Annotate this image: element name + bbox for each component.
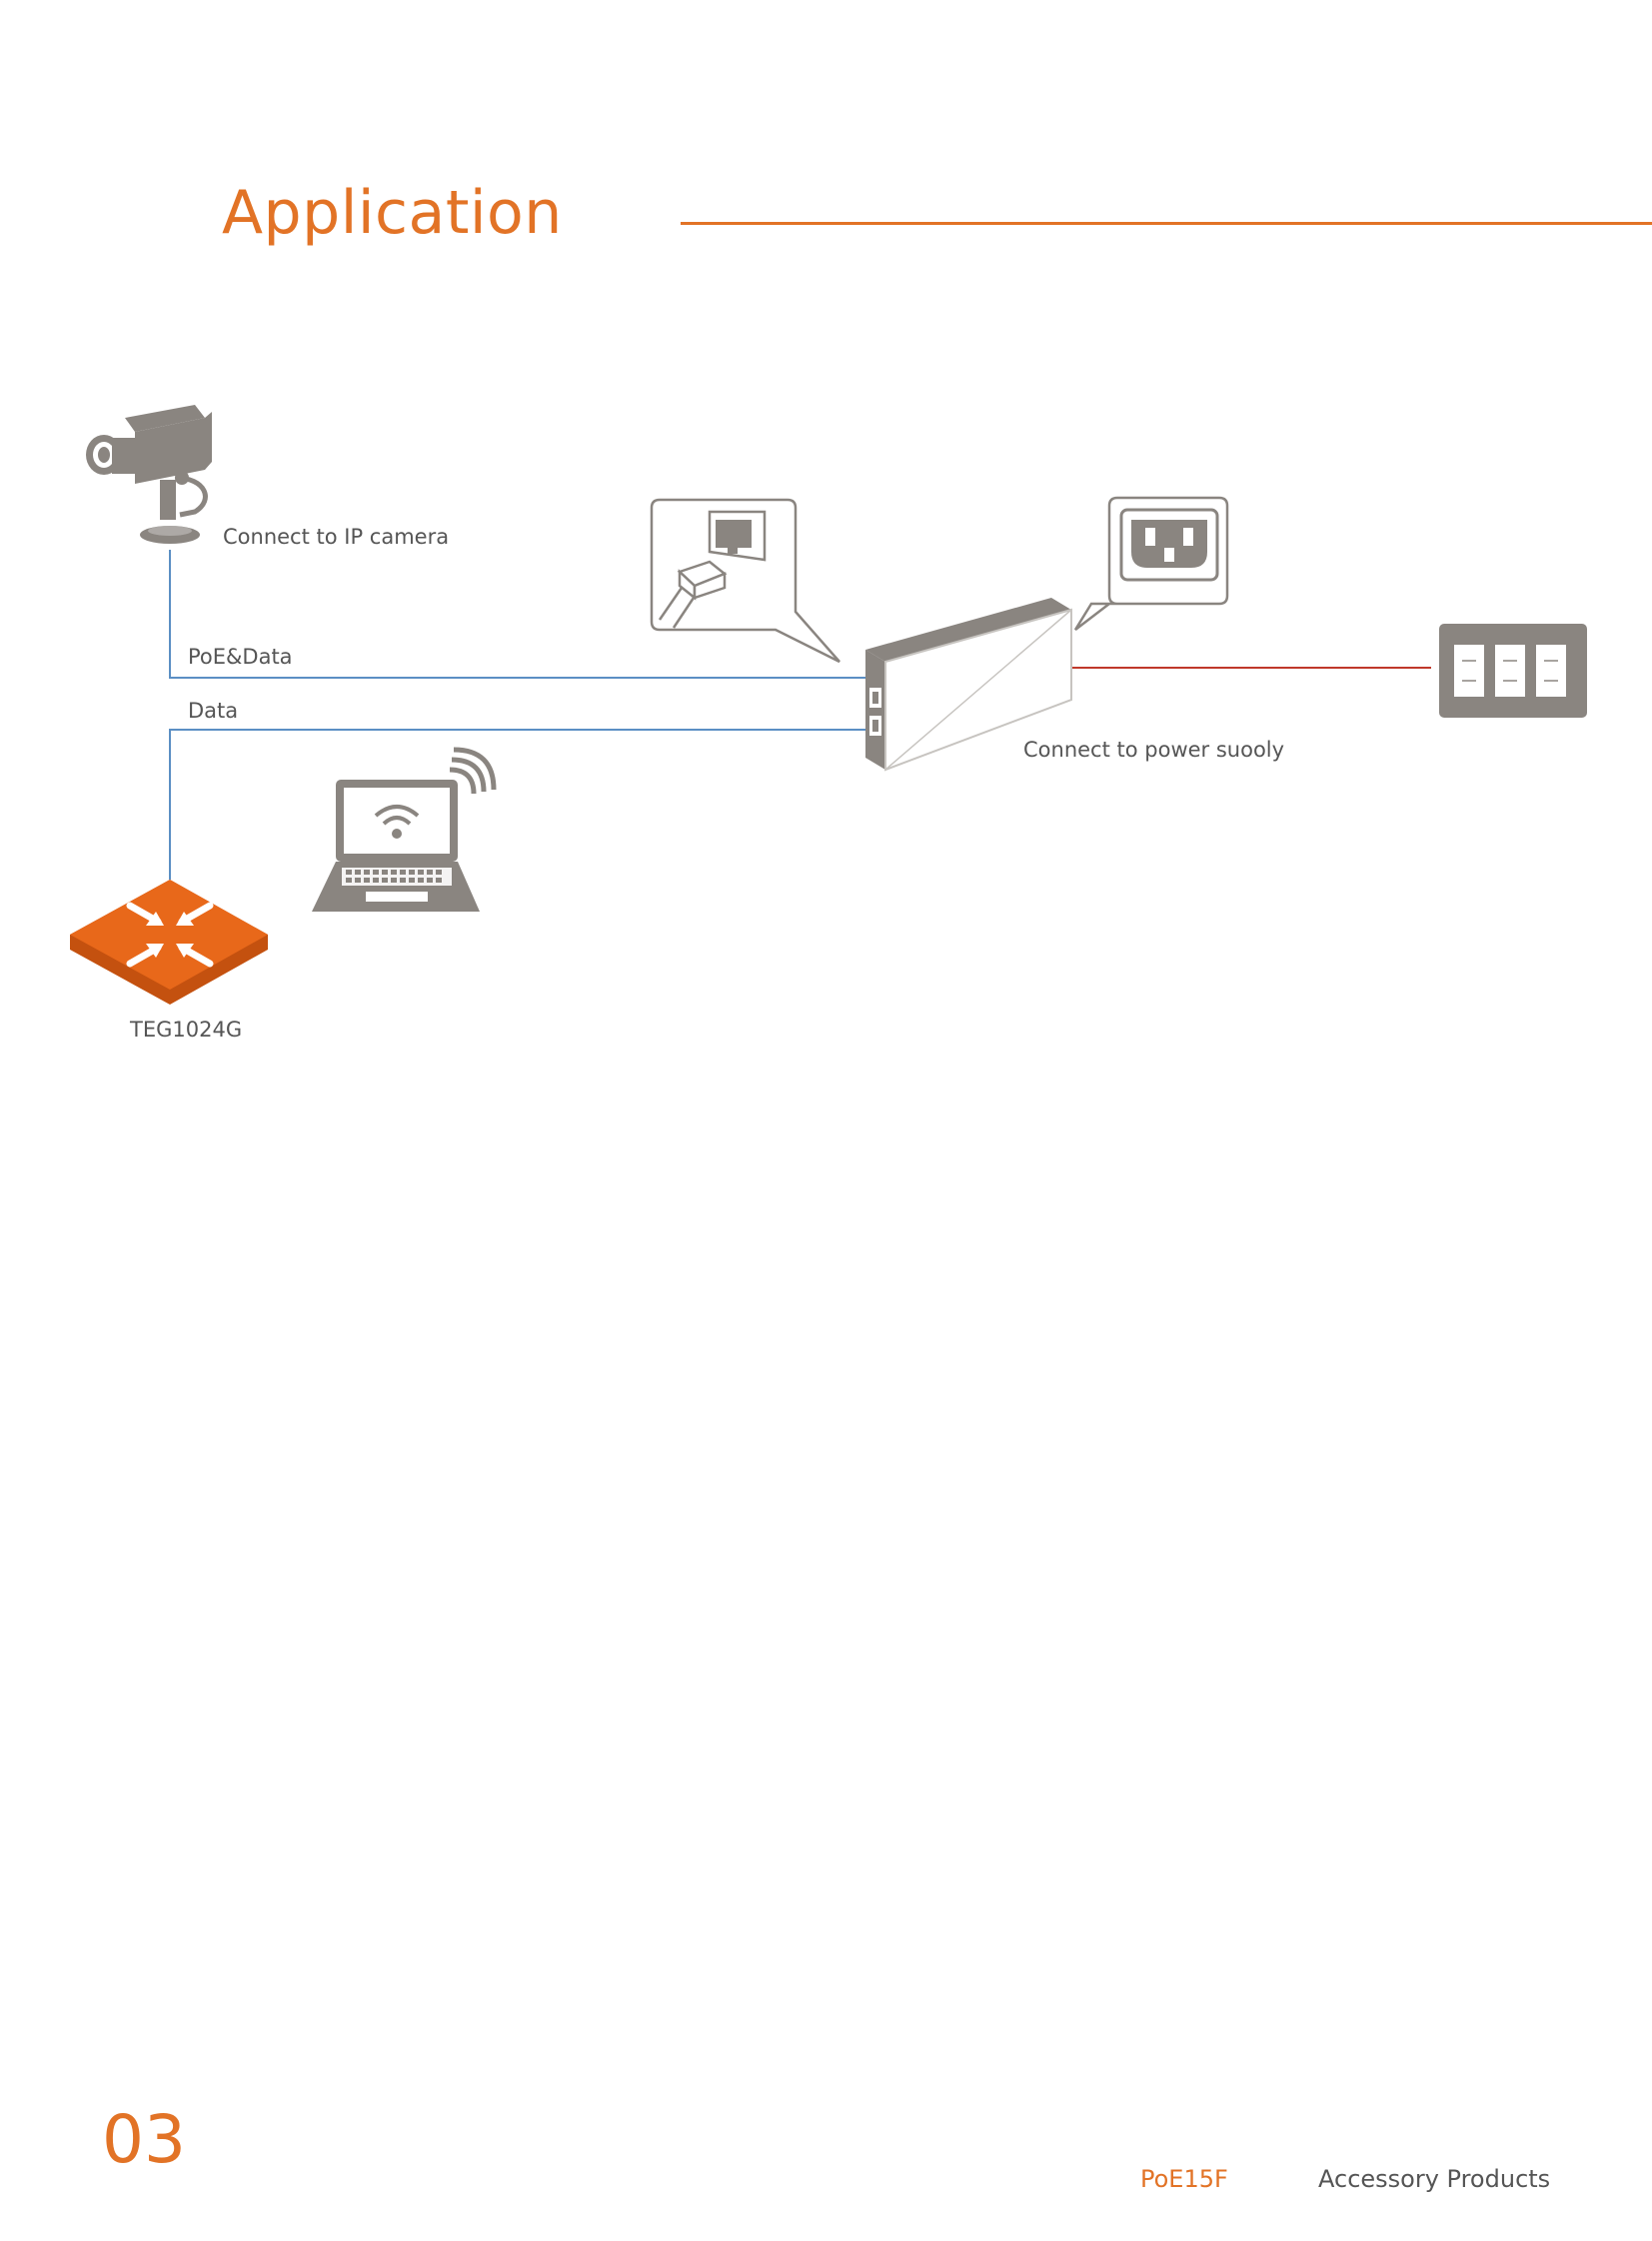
footer-category: Accessory Products: [1318, 2165, 1551, 2193]
laptop-wifi-icon: [312, 747, 497, 912]
poe-data-label: PoE&Data: [188, 645, 293, 669]
data-line: [169, 729, 865, 880]
camera-label: Connect to IP camera: [223, 525, 450, 549]
page-title: Application: [222, 178, 563, 248]
data-label: Data: [188, 699, 239, 723]
footer-model: PoE15F: [1140, 2165, 1228, 2193]
power-socket-icon: [1073, 496, 1229, 631]
ip-camera-icon: [86, 405, 212, 544]
power-strip-icon: [1439, 624, 1587, 718]
power-label: Connect to power suooly: [1023, 738, 1285, 762]
page-number: 03: [102, 2101, 186, 2178]
title-rule: [681, 222, 1652, 225]
rj45-connector-icon: [650, 498, 840, 664]
switch-label: TEG1024G: [130, 1018, 243, 1042]
poe-data-line: [169, 550, 865, 679]
poe-injector-icon: [865, 598, 1072, 772]
connection-lines: [169, 550, 1431, 880]
network-switch-icon: [70, 880, 268, 1005]
